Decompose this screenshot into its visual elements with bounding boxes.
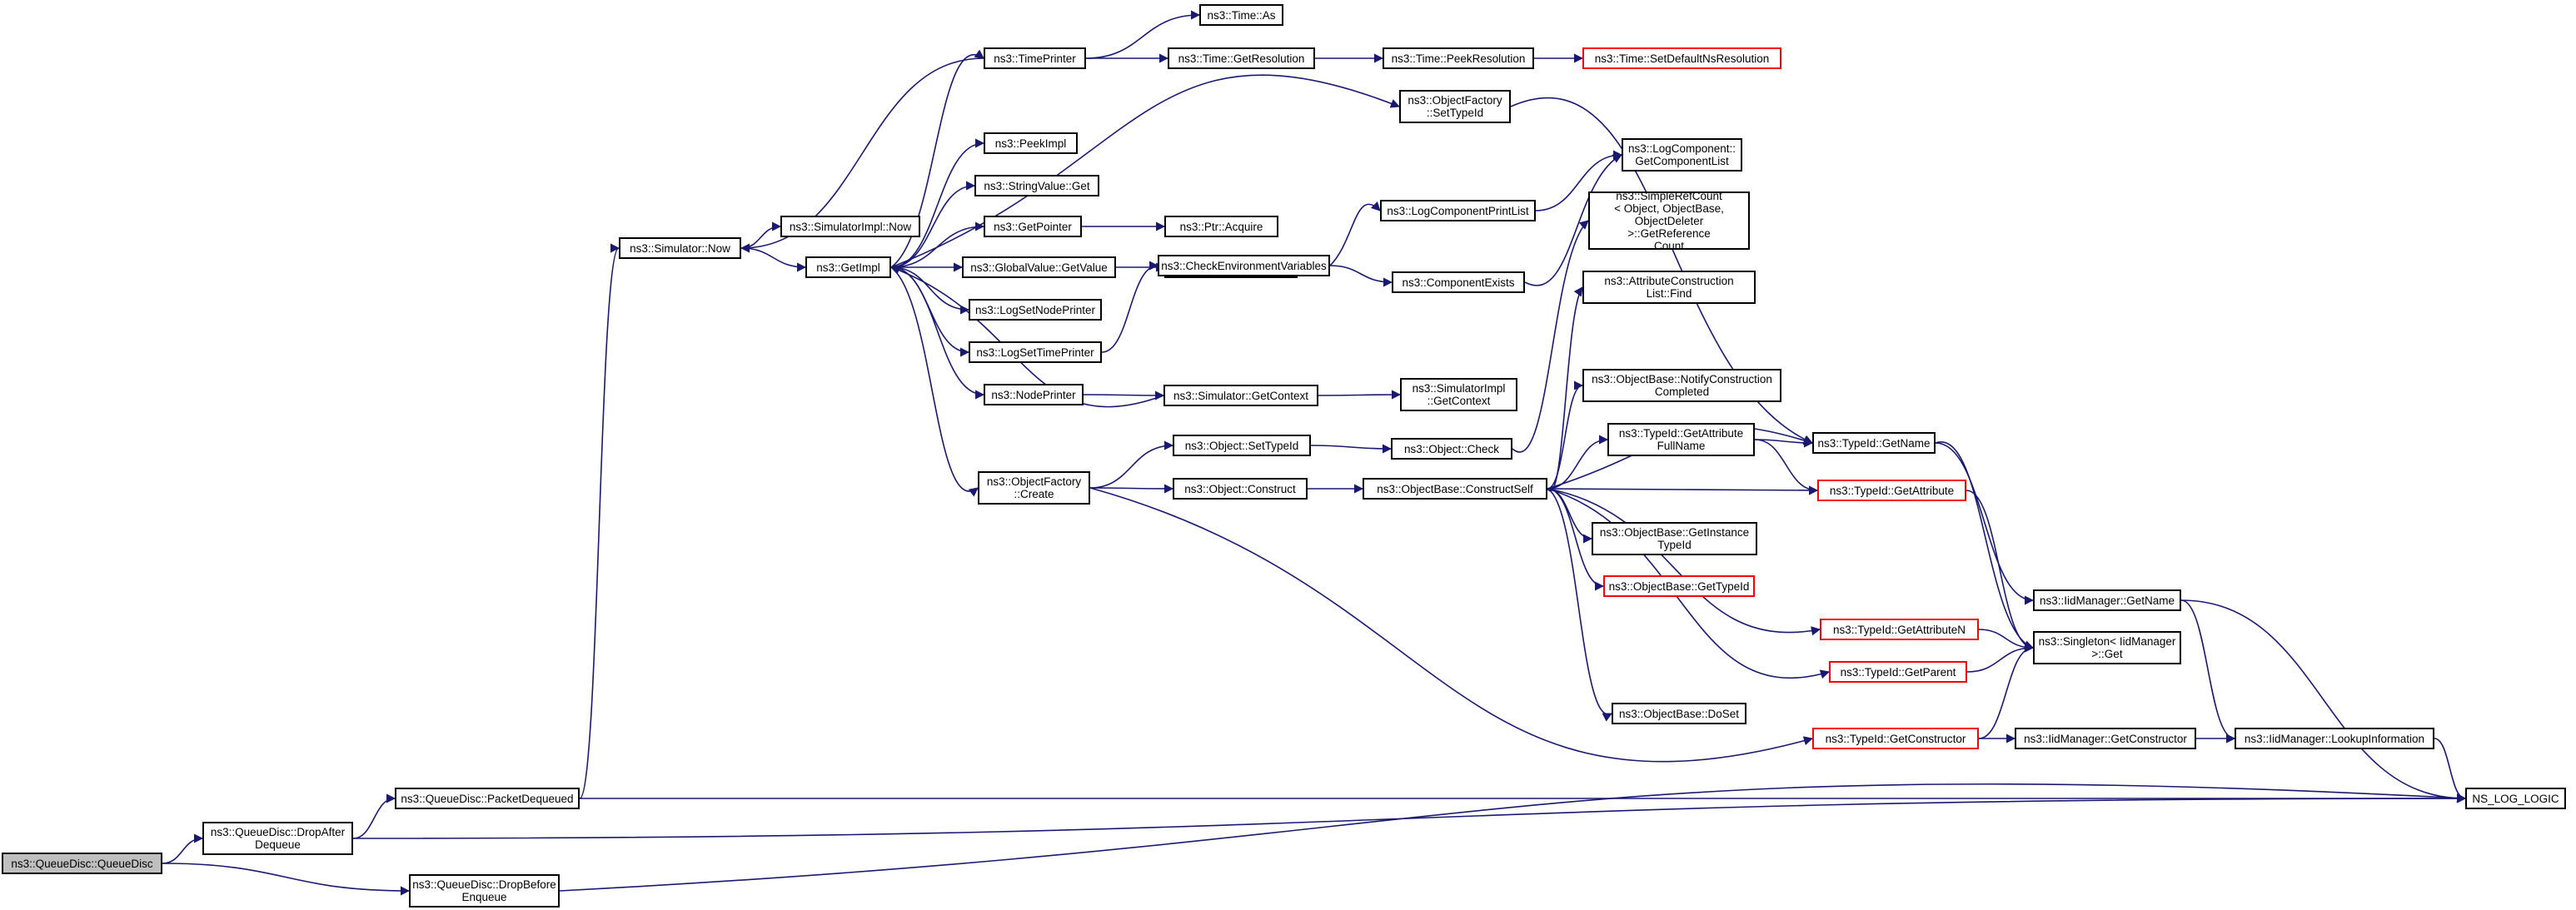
node-ns-log-logic[interactable]: NS_LOG_LOGIC [2465,788,2566,809]
edge-constructself-to-ob-gettypeid [1547,488,1605,591]
node-of-create[interactable]: ns3::ObjectFactory ::Create [978,471,1090,505]
node-stringvalue-get[interactable]: ns3::StringValue::Get [974,175,1099,196]
node-logcomponentprintlist[interactable]: ns3::LogComponentPrintList [1380,200,1536,221]
edge-qd-queuedisc-to-qd-dropafter [162,833,204,864]
edge-sim-now-to-getimpl [740,247,807,272]
edge-of-create-to-object-settypeid [1089,440,1174,489]
edge-getimpl-to-stringvalue-get [890,181,976,268]
node-getinstancetypeid[interactable]: ns3::ObjectBase::GetInstance TypeId [1592,522,1757,555]
edge-object-settypeid-to-object-check [1310,444,1393,454]
node-constructself[interactable]: ns3::ObjectBase::ConstructSelf [1363,478,1547,500]
node-of-settypeid[interactable]: ns3::ObjectFactory ::SetTypeId [1399,90,1511,123]
node-attrconstr-find[interactable]: ns3::AttributeConstruction List::Find [1582,271,1756,304]
edge-checkenv-to-logcomponentprintlist [1329,201,1381,266]
node-simimpl-getcontext[interactable]: ns3::SimulatorImpl ::GetContext [1400,378,1517,411]
edge-qd-queuedisc-to-qd-dropbefore [162,863,411,896]
node-ptr-acquire[interactable]: ns3::Ptr::Acquire [1164,216,1278,237]
node-qd-dropafter[interactable]: ns3::QueueDisc::DropAfter Dequeue [202,822,353,855]
node-object-construct[interactable]: ns3::Object::Construct [1173,478,1308,500]
edge-constructself-to-typeid-getattribute [1547,485,1819,495]
node-timeprinter[interactable]: ns3::TimePrinter [984,47,1086,69]
node-simimpl-now[interactable]: ns3::SimulatorImpl::Now [780,216,920,237]
edge-typeid-getattrfull-to-typeid-getname [1754,438,1814,448]
edge-iidmgr-getname-to-ns-log-logic [2180,599,2467,803]
node-qd-dropbefore[interactable]: ns3::QueueDisc::DropBefore Enqueue [409,874,560,908]
node-getpointer[interactable]: ns3::GetPointer [984,216,1082,237]
node-typeid-getparent[interactable]: ns3::TypeId::GetParent [1829,661,1967,683]
node-typeid-getattrn[interactable]: ns3::TypeId::GetAttributeN [1820,619,1979,640]
edge-qd-packetdequeued-to-sim-now [579,243,620,799]
edge-timeprinter-to-time-as [1085,10,1201,59]
node-singleton-get[interactable]: ns3::Singleton< IidManager >::Get [2033,631,2181,664]
edge-of-create-to-typeid-getconstructor [1089,487,1814,763]
node-iidmgr-lookup[interactable]: ns3::IidManager::LookupInformation [2235,728,2434,749]
edge-sim-getcontext-to-getimpl [889,266,1164,408]
edge-getimpl-to-of-create [890,266,979,497]
node-object-settypeid[interactable]: ns3::Object::SetTypeId [1173,435,1311,456]
edge-timeprinter-to-sim-now [740,57,984,253]
node-sim-now[interactable]: ns3::Simulator::Now [619,237,741,259]
node-object-check[interactable]: ns3::Object::Check [1391,438,1512,460]
node-sim-getcontext[interactable]: ns3::Simulator::GetContext [1163,385,1318,406]
node-typeid-getattrfull[interactable]: ns3::TypeId::GetAttribute FullName [1607,423,1755,456]
node-qd-packetdequeued[interactable]: ns3::QueueDisc::PacketDequeued [395,788,580,809]
node-globalvalue-get[interactable]: ns3::GlobalValue::GetValue [962,256,1116,278]
node-typeid-getattribute[interactable]: ns3::TypeId::GetAttribute [1817,480,1966,501]
node-logcomponent-getlist[interactable]: ns3::LogComponent:: GetComponentList [1622,138,1742,172]
edge-of-create-to-object-construct [1089,484,1174,494]
node-iidmgr-getconstructor[interactable]: ns3::IidManager::GetConstructor [2015,728,2196,749]
node-simplerefcount[interactable]: ns3::SimpleRefCount < Object, ObjectBase… [1588,190,1750,252]
edge-getimpl-to-timeprinter [890,49,984,268]
node-qd-queuedisc[interactable]: ns3::QueueDisc::QueueDisc [2,853,162,874]
edge-iidmgr-getname-to-iidmgr-lookup [2180,599,2236,743]
edge-constructself-to-typeid-getparent [1547,488,1831,679]
node-typeid-getconstructor[interactable]: ns3::TypeId::GetConstructor [1812,728,1979,749]
edge-typeid-getparent-to-singleton-get [1966,643,2035,673]
edge-checkenv-to-componentexists [1329,265,1393,287]
edge-getimpl-to-peekimpl [890,138,985,268]
node-componentexists[interactable]: ns3::ComponentExists [1392,271,1525,293]
edge-typeid-getattrfull-to-typeid-getattribute [1754,439,1819,495]
node-getimpl[interactable]: ns3::GetImpl [805,256,891,278]
node-time-setdefault[interactable]: ns3::Time::SetDefaultNsResolution [1582,47,1781,69]
edge-qd-dropbefore-to-ns-log-logic [559,783,2467,892]
edge-object-check-to-simplerefcount [1512,220,1589,453]
edge-typeid-getname-to-singleton-get [1935,441,2035,649]
node-iidmgr-getname[interactable]: ns3::IidManager::GetName [2033,589,2181,611]
node-typeid-getname[interactable]: ns3::TypeId::GetName [1812,432,1936,454]
edge-typeid-getconstructor-to-singleton-get [1978,643,2035,739]
node-ob-gettypeid[interactable]: ns3::ObjectBase::GetTypeId [1603,575,1755,597]
node-notifyconstruction[interactable]: ns3::ObjectBase::NotifyConstruction Comp… [1582,369,1781,402]
edge-constructself-to-typeid-getattrfull [1547,435,1609,490]
node-time-as[interactable]: ns3::Time::As [1199,4,1283,26]
edge-constructself-to-notifyconstruction [1547,380,1584,490]
edge-typeid-getattribute-to-singleton-get [1966,490,2035,653]
node-nodeprinter[interactable]: ns3::NodePrinter [984,384,1084,405]
edge-getimpl-to-logsetnodeprinter [890,266,970,315]
edge-logsettimeprinter-to-checkenv [1101,261,1159,353]
node-peekimpl[interactable]: ns3::PeekImpl [984,132,1078,154]
edge-typeid-getname-to-iidmgr-getname [1935,442,2035,605]
node-logsettimeprinter[interactable]: ns3::LogSetTimePrinter [969,341,1102,363]
edge-iidmgr-lookup-to-ns-log-logic [2434,738,2467,803]
edge-constructself-to-ob-doset [1547,488,1612,722]
edge-componentexists-to-logcomponent-getlist [1524,154,1622,286]
node-checkenv[interactable]: ns3::CheckEnvironmentVariables [1158,255,1330,276]
node-logsetnodeprinter[interactable]: ns3::LogSetNodePrinter [969,299,1102,321]
node-time-getres[interactable]: ns3::Time::GetResolution [1168,47,1315,69]
edge-logcomponentprintlist-to-logcomponent-getlist [1535,150,1623,211]
node-time-peekres[interactable]: ns3::Time::PeekResolution [1383,47,1534,69]
edge-qd-dropafter-to-qd-packetdequeued [352,793,396,839]
edge-getimpl-to-getpointer [890,221,985,268]
node-ob-doset[interactable]: ns3::ObjectBase::DoSet [1612,703,1746,724]
